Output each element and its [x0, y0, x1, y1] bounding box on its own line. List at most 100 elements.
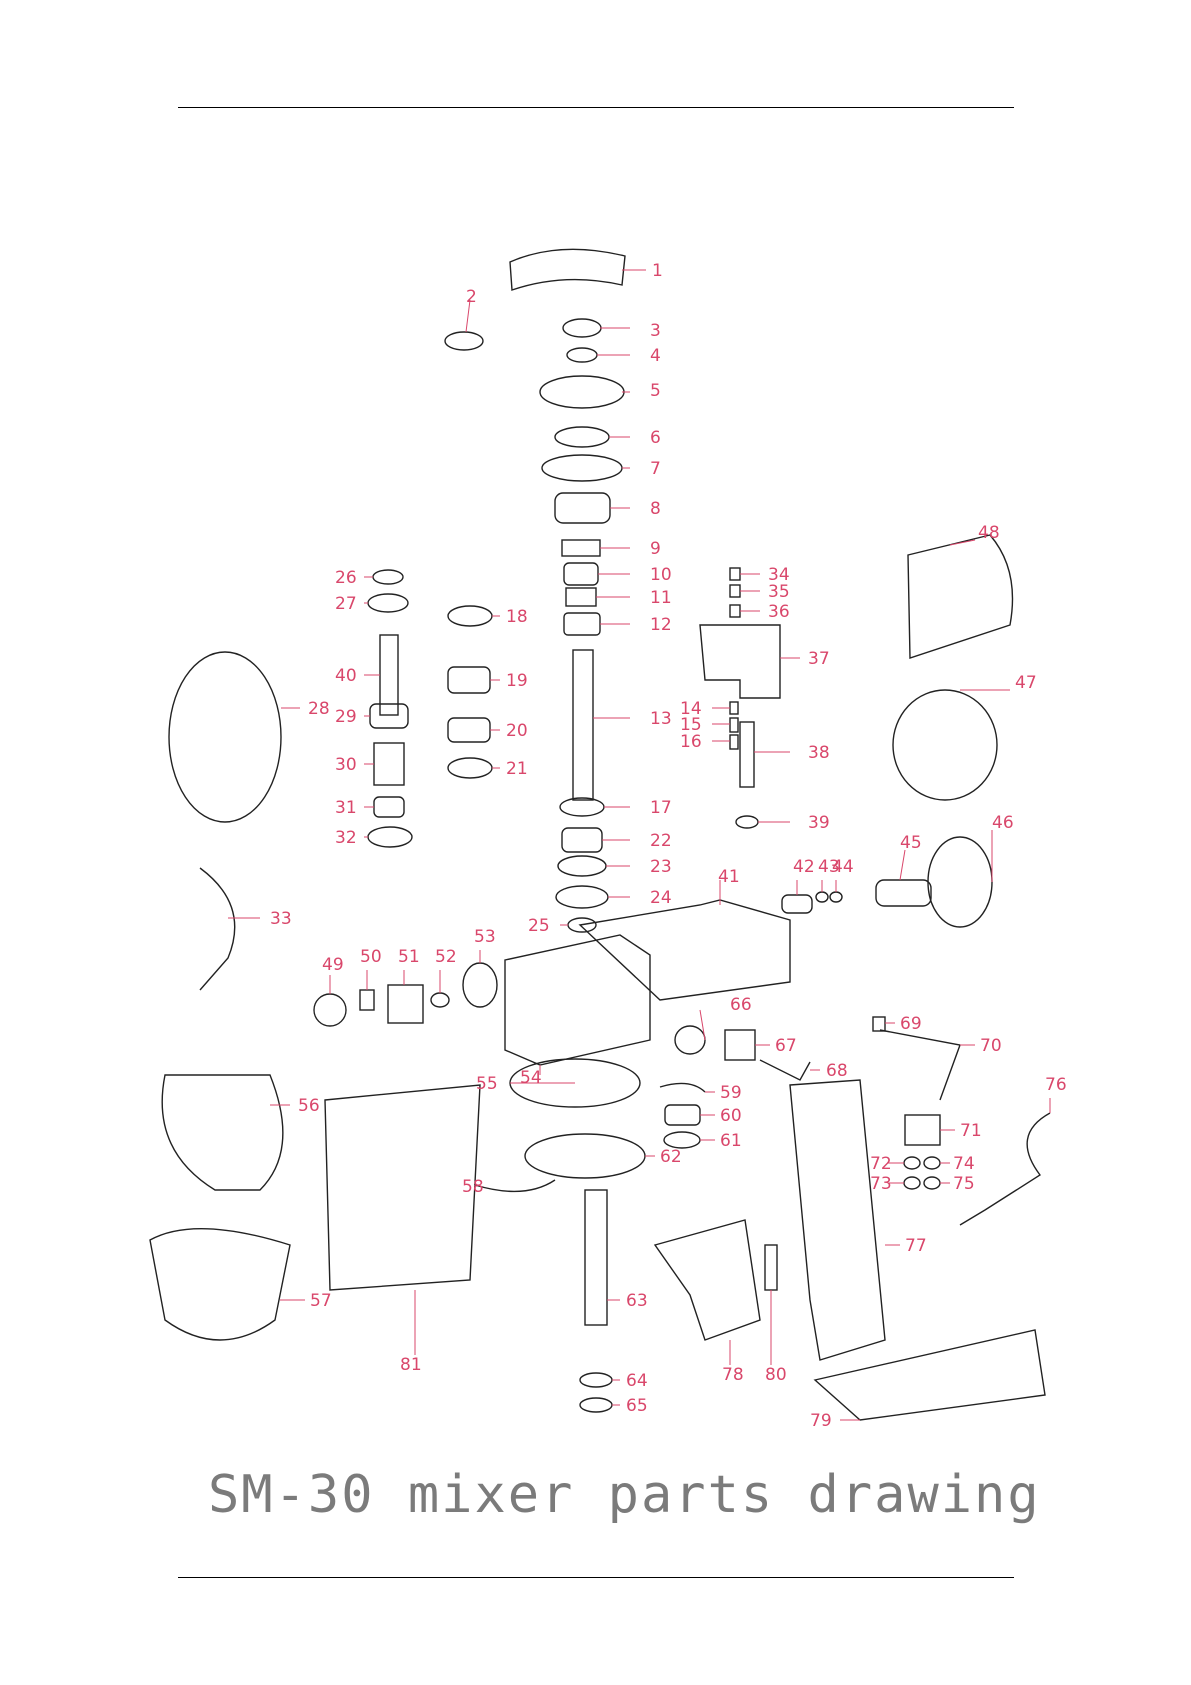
beater-56 [162, 1075, 283, 1190]
nut-39 [736, 816, 758, 828]
callout-label-26: 26 [335, 568, 357, 588]
callout-label-28: 28 [308, 699, 330, 719]
callout-label-35: 35 [768, 582, 790, 602]
callout-label-46: 46 [992, 813, 1014, 833]
gear-53 [463, 963, 497, 1007]
callout-label-59: 59 [720, 1083, 742, 1103]
washer-6 [555, 427, 609, 447]
callout-label-38: 38 [808, 743, 830, 763]
knob-49 [314, 994, 346, 1026]
column-77 [790, 1080, 885, 1360]
callout-label-24: 24 [650, 888, 672, 908]
nut-75 [924, 1177, 940, 1189]
cover-5 [540, 376, 624, 408]
callout-label-52: 52 [435, 947, 457, 967]
spring-16 [730, 735, 738, 749]
callout-label-77: 77 [905, 1236, 927, 1256]
base-79 [815, 1330, 1045, 1420]
callout-label-3: 3 [650, 321, 661, 341]
callout-label-47: 47 [1015, 673, 1037, 693]
callout-label-45: 45 [900, 833, 922, 853]
callout-label-58: 58 [462, 1177, 484, 1197]
callout-label-13: 13 [650, 709, 672, 729]
ring-52 [431, 993, 449, 1007]
callout-label-39: 39 [808, 813, 830, 833]
support-78 [655, 1220, 760, 1340]
bush-11 [566, 588, 596, 606]
callout-line-45 [900, 850, 905, 880]
lever-68 [760, 1060, 810, 1080]
callout-label-79: 79 [810, 1411, 832, 1431]
callout-label-31: 31 [335, 798, 357, 818]
part-35 [730, 585, 740, 597]
callout-label-48: 48 [978, 523, 1000, 543]
callout-label-78: 78 [722, 1365, 744, 1385]
callout-label-57: 57 [310, 1291, 332, 1311]
callout-label-19: 19 [506, 671, 528, 691]
bearing-24 [556, 886, 608, 908]
part-69 [873, 1017, 885, 1031]
washer-43 [816, 892, 828, 902]
callout-label-36: 36 [768, 602, 790, 622]
callout-label-16: 16 [680, 732, 702, 752]
fork-37 [700, 625, 780, 698]
callout-label-22: 22 [650, 831, 672, 851]
nut-73 [904, 1177, 920, 1189]
callout-label-73: 73 [870, 1174, 892, 1194]
callout-label-49: 49 [322, 955, 344, 975]
shaft-45 [876, 880, 931, 906]
callout-label-63: 63 [626, 1291, 648, 1311]
shaft-40 [380, 635, 398, 715]
callout-label-44: 44 [832, 857, 854, 877]
guard-81 [325, 1085, 480, 1290]
housing-54 [505, 935, 650, 1065]
callout-label-5: 5 [650, 381, 661, 401]
callout-label-41: 41 [718, 867, 740, 887]
callout-label-37: 37 [808, 649, 830, 669]
callout-label-8: 8 [650, 499, 661, 519]
bearing-21 [448, 758, 492, 778]
callout-label-40: 40 [335, 666, 357, 686]
callout-label-60: 60 [720, 1106, 742, 1126]
screw-50 [360, 990, 374, 1010]
gear-7 [542, 455, 622, 481]
ring-4 [567, 348, 597, 362]
washer-17 [560, 798, 604, 816]
callout-label-29: 29 [335, 707, 357, 727]
callout-label-21: 21 [506, 759, 528, 779]
callout-label-9: 9 [650, 539, 661, 559]
spring-15 [730, 718, 738, 732]
whisk-28 [169, 652, 281, 822]
gear-29 [370, 704, 408, 728]
guard-48 [908, 535, 1013, 658]
callout-label-62: 62 [660, 1147, 682, 1167]
drawing-title: SM-30 mixer parts drawing [208, 1465, 1041, 1525]
callout-line-66 [700, 1010, 705, 1040]
bearing-32 [368, 827, 412, 847]
callout-label-75: 75 [953, 1174, 975, 1194]
washer-61 [664, 1132, 700, 1148]
part-36 [730, 605, 740, 617]
callout-label-4: 4 [650, 346, 661, 366]
callout-label-72: 72 [870, 1154, 892, 1174]
callout-label-12: 12 [650, 615, 672, 635]
cap-3 [563, 319, 601, 337]
callout-label-80: 80 [765, 1365, 787, 1385]
body-41 [580, 900, 790, 1000]
clip-59 [660, 1083, 705, 1092]
bearing-18 [448, 606, 492, 626]
callout-label-66: 66 [730, 995, 752, 1015]
callout-label-18: 18 [506, 607, 528, 627]
washer-74 [924, 1157, 940, 1169]
callout-label-2: 2 [466, 287, 477, 307]
part-34 [730, 568, 740, 580]
clip-58 [475, 1180, 555, 1191]
pulley-46 [928, 837, 992, 927]
gear-20 [448, 718, 490, 742]
callout-label-68: 68 [826, 1061, 848, 1081]
callout-label-74: 74 [953, 1154, 975, 1174]
washer-65 [580, 1398, 612, 1412]
bearing-23 [558, 856, 606, 876]
sheet-1 [510, 249, 625, 290]
callout-label-71: 71 [960, 1121, 982, 1141]
